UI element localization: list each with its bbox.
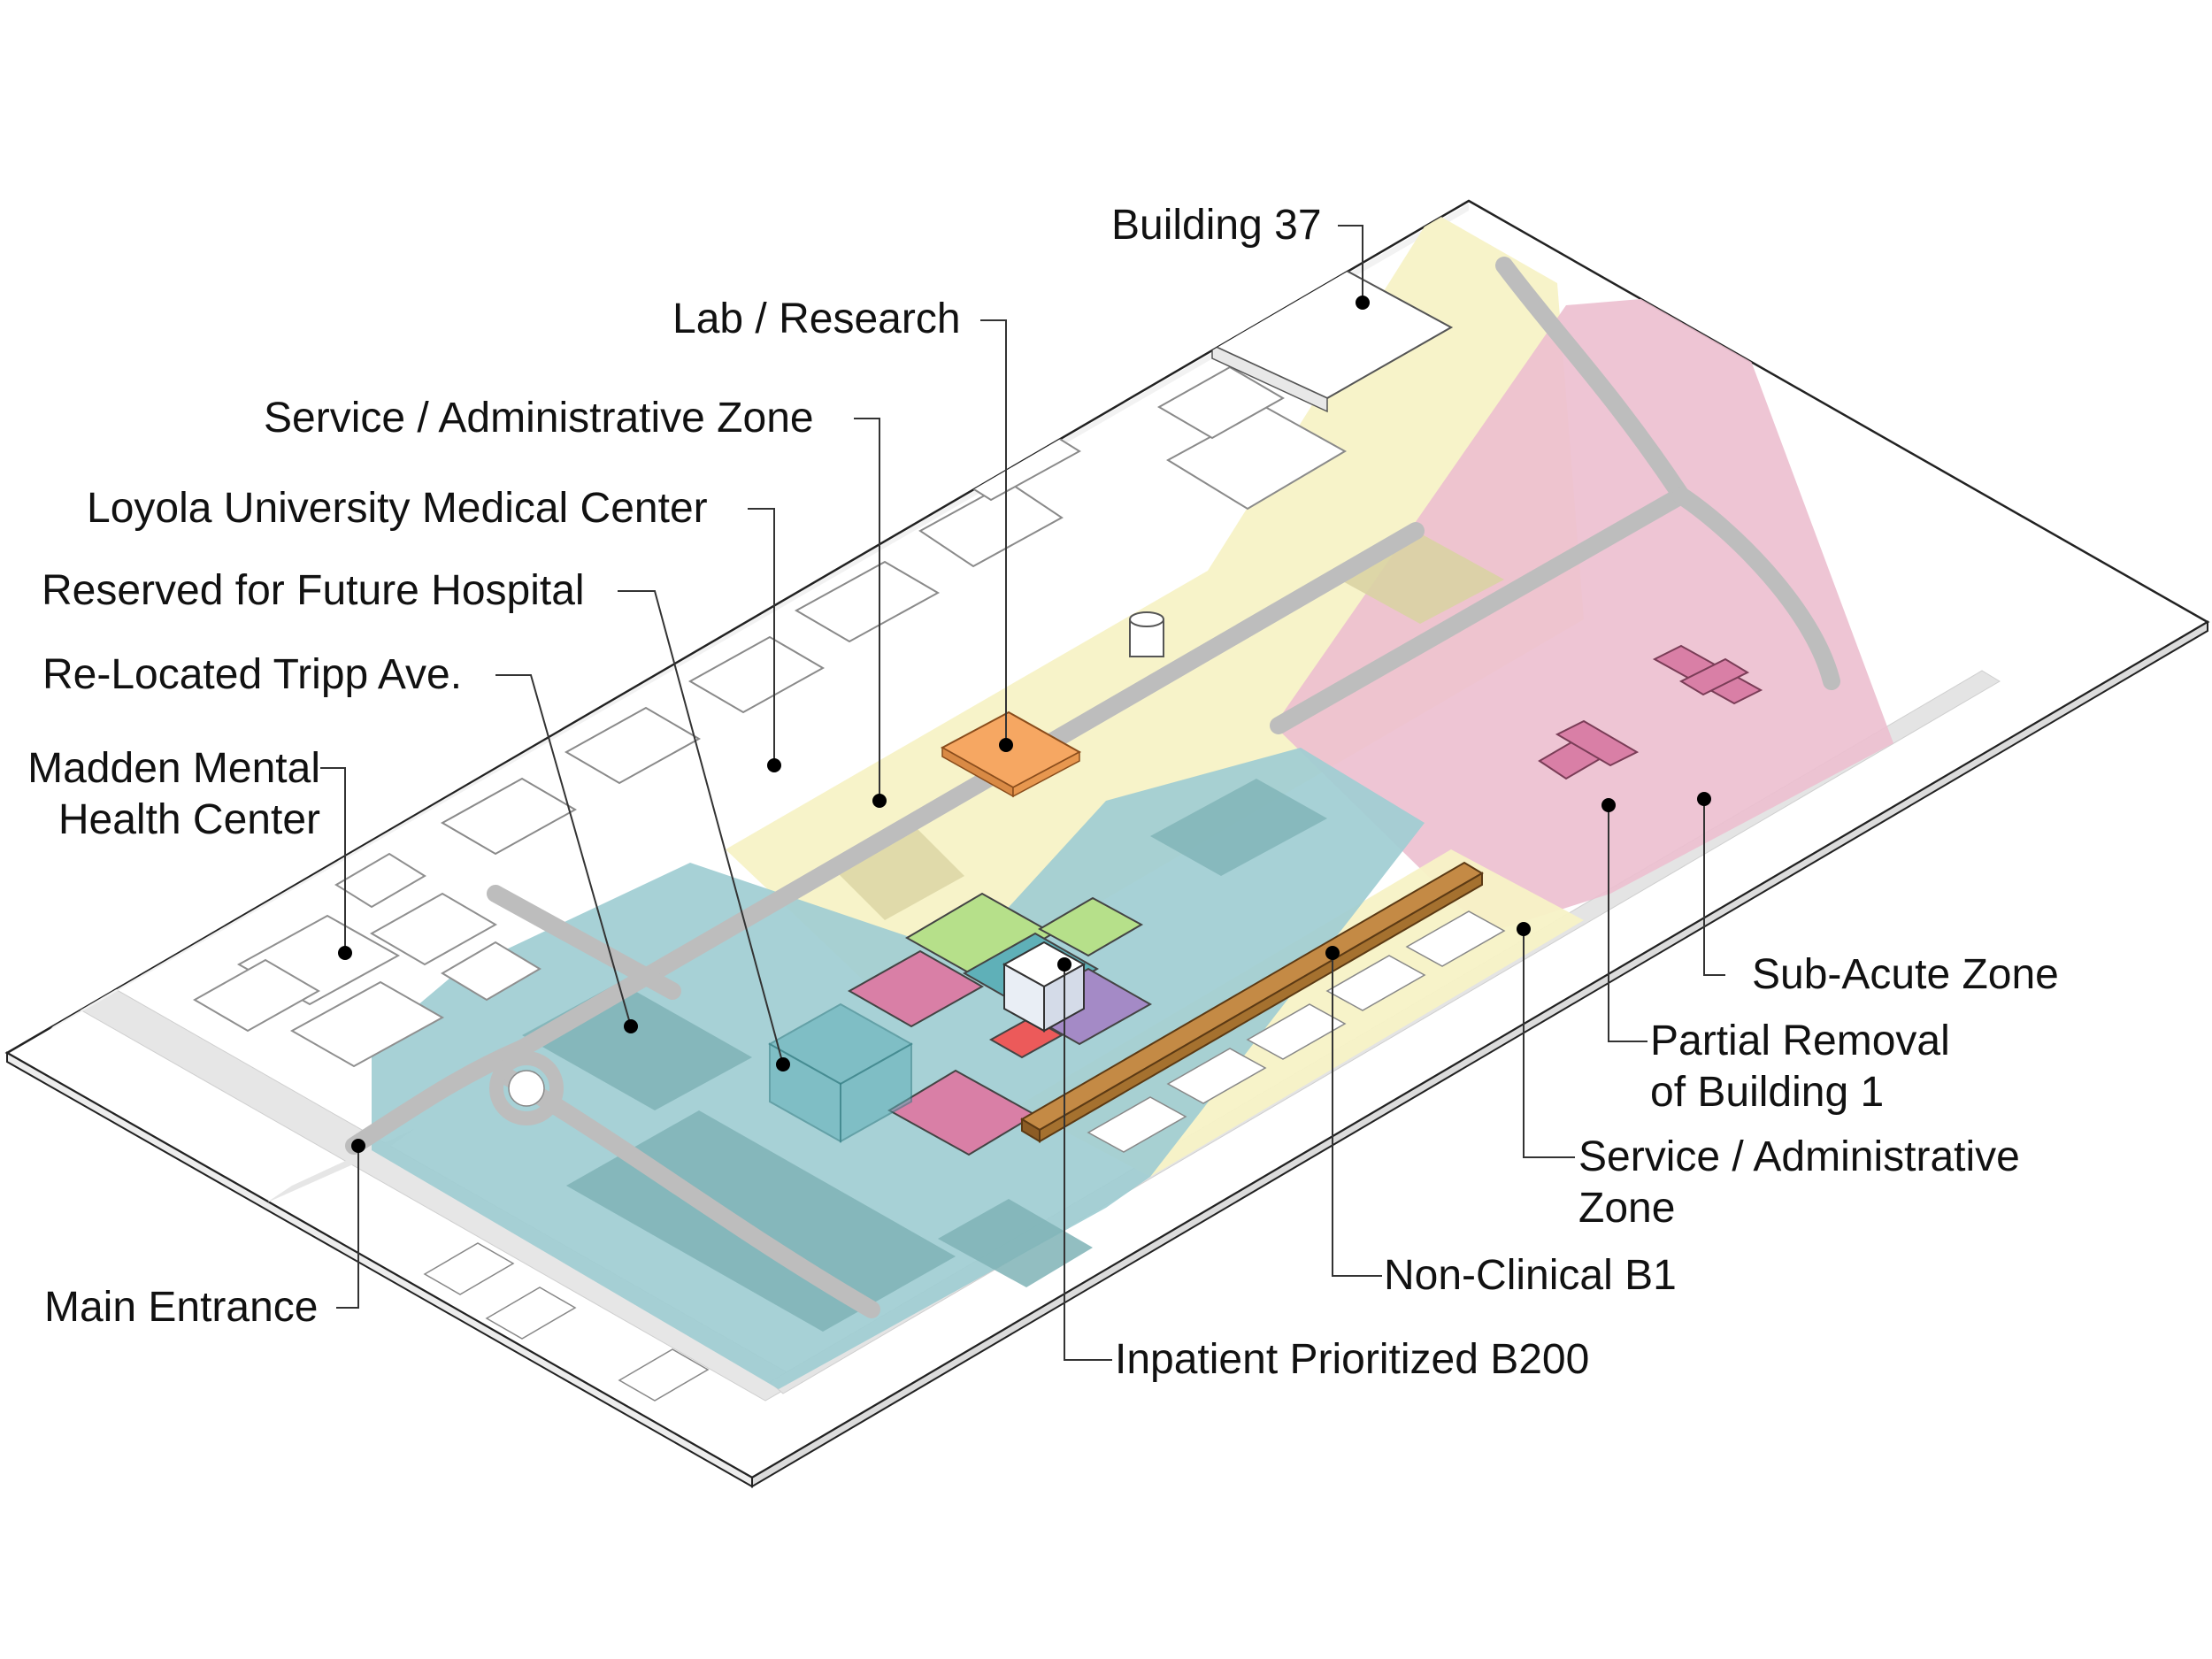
north-road xyxy=(49,204,1469,1031)
dot-lab-research xyxy=(999,738,1013,752)
dot-service-admin-north xyxy=(872,794,887,808)
label-madden-line2: Health Center xyxy=(58,796,320,843)
south-parking xyxy=(423,910,1506,1402)
label-sub-acute: Sub-Acute Zone xyxy=(1752,951,2059,998)
dot-loyola xyxy=(767,758,781,772)
future-hospital-massing xyxy=(767,1002,914,1143)
dot-non-clinical xyxy=(1325,946,1340,960)
roundabout xyxy=(489,1051,564,1125)
pad-area-4 xyxy=(1150,779,1327,876)
label-service-admin-south-line1: Service / Administrative xyxy=(1578,1133,2020,1180)
dot-relocated-tripp xyxy=(624,1019,638,1033)
label-reserved-future: Reserved for Future Hospital xyxy=(42,567,585,614)
label-lab-research: Lab / Research xyxy=(672,296,961,342)
leader-lines xyxy=(320,225,1725,1361)
hospital-tower xyxy=(1002,941,1087,1033)
dot-partial-removal xyxy=(1601,798,1616,812)
label-madden-line1: Madden Mental xyxy=(27,745,320,792)
label-madden: Madden Mental Health Center xyxy=(7,743,320,846)
label-partial-removal: Partial Removal of Building 1 xyxy=(1650,1016,1950,1118)
pad-area-1 xyxy=(566,1110,956,1332)
label-relocated-tripp: Re-Located Tripp Ave. xyxy=(42,651,463,698)
dot-inpatient xyxy=(1057,957,1071,972)
label-service-admin-north: Service / Administrative Zone xyxy=(264,395,814,442)
dot-reserved-future xyxy=(776,1057,790,1071)
dot-main-entrance xyxy=(351,1139,365,1153)
label-partial-removal-line2: of Building 1 xyxy=(1650,1069,1885,1116)
dot-service-admin-south xyxy=(1517,922,1531,936)
dot-sub-acute xyxy=(1697,792,1711,806)
sub-acute-zone xyxy=(1274,292,1893,933)
internal-roads xyxy=(345,257,1840,1318)
label-inpatient: Inpatient Prioritized B200 xyxy=(1115,1336,1590,1383)
label-main-entrance: Main Entrance xyxy=(44,1284,319,1331)
water-tank xyxy=(1129,611,1164,657)
pad-area-3 xyxy=(938,1199,1093,1287)
marker-dots xyxy=(338,296,1711,1153)
sub-acute-building xyxy=(1538,644,1763,780)
dot-building-37 xyxy=(1356,296,1370,310)
label-service-admin-south: Service / Administrative Zone xyxy=(1578,1132,2020,1234)
madden-building-cluster xyxy=(192,852,541,1068)
dot-madden xyxy=(338,946,352,960)
label-building-37: Building 37 xyxy=(1111,202,1322,249)
label-loyola: Loyola University Medical Center xyxy=(87,485,708,532)
label-service-admin-south-line2: Zone xyxy=(1578,1185,1676,1232)
label-non-clinical: Non-Clinical B1 xyxy=(1384,1252,1677,1299)
pad-area-6 xyxy=(832,823,964,920)
label-partial-removal-line1: Partial Removal xyxy=(1650,1018,1950,1064)
